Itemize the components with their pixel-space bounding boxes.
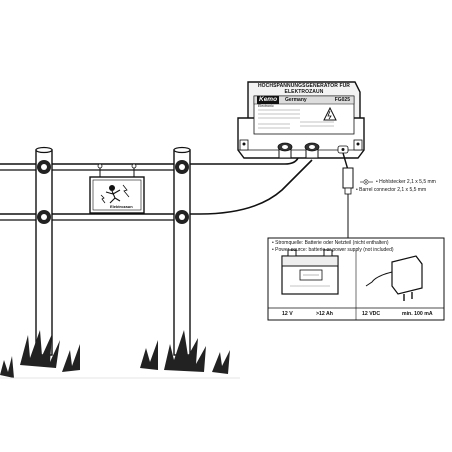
generator-power-socket	[337, 145, 349, 154]
generator-brand-strip: Kemo Germany FG025	[255, 96, 353, 104]
brand-country: Germany	[285, 97, 307, 103]
polarity-symbol	[360, 179, 373, 185]
model-number: FG025	[334, 97, 350, 103]
generator-title: HOCHSPANNUNGSGENERATOR FÜR ELEKTROZAUN	[250, 83, 358, 95]
high-voltage-warning-icon	[323, 106, 337, 121]
adapter-current: min. 100 mA	[402, 311, 433, 317]
battery-capacity: >12 Ah	[316, 311, 333, 317]
connector-text-en: Barrel connector 2,1 x 5,5 mm	[359, 187, 427, 193]
right-post-insulator-top	[175, 160, 189, 174]
brand-subtitle: Electronic	[258, 104, 274, 108]
power-adapter-icon	[365, 255, 423, 301]
fence-sign-label: Elektrozaun	[110, 204, 133, 209]
left-post-insulator-bottom	[37, 210, 51, 224]
connector-legend-bullet2: • Barrel connector 2,1 x 5,5 mm	[356, 187, 427, 193]
connector-legend-bullet1: • Hohlstecker 2,1 x 5,5 mm	[376, 179, 436, 185]
power-source-text-en: Power source: batterie or power supply (…	[275, 247, 394, 253]
battery-icon	[281, 249, 339, 295]
power-source-bullet2: • Power source: batterie or power supply…	[272, 247, 394, 253]
battery-voltage: 12 V	[282, 311, 293, 317]
left-post-insulator-top	[37, 160, 51, 174]
power-source-bullet1: • Stromquelle: Batterie oder Netzteil (n…	[272, 240, 389, 246]
generator-terminal-left	[277, 142, 293, 159]
generator-title-line1: HOCHSPANNUNGSGENERATOR FÜR	[257, 83, 351, 89]
connector-text-de: Hohlstecker 2,1 x 5,5 mm	[379, 179, 436, 185]
fence-warning-sign	[89, 163, 145, 214]
barrel-connector-cable	[342, 152, 354, 238]
generator-housing	[237, 81, 365, 159]
generator-terminal-right	[304, 142, 320, 159]
adapter-voltage: 12 VDC	[362, 311, 381, 317]
generator-title-line2: ELEKTROZAUN	[284, 89, 324, 95]
grass-tufts	[0, 330, 230, 378]
power-source-text-de: Stromquelle: Batterie oder Netzteil (nic…	[275, 240, 389, 246]
left-fence-post	[35, 146, 53, 356]
brand-logo: Kemo	[257, 96, 280, 104]
fence-wires	[0, 157, 313, 221]
right-post-insulator-bottom	[175, 210, 189, 224]
right-fence-post	[173, 146, 191, 356]
